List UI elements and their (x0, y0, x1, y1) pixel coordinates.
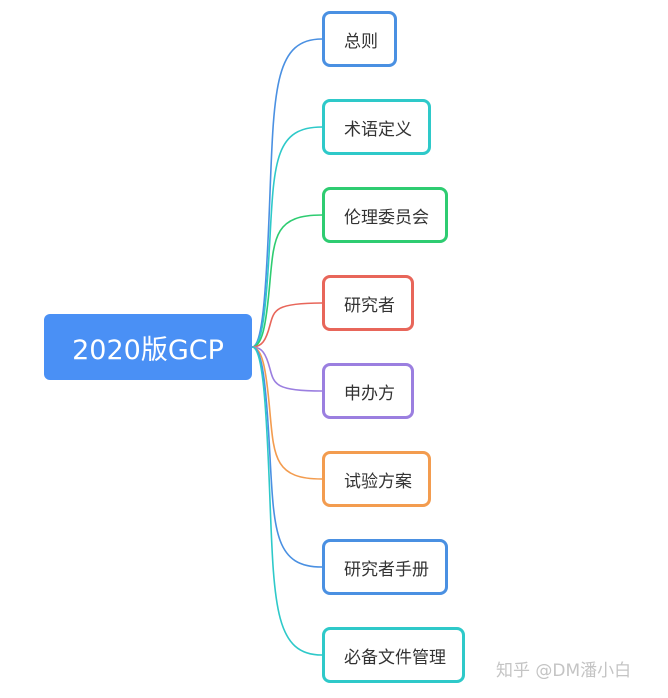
connector-line (251, 214, 323, 348)
connector-line (251, 126, 323, 348)
branch-node-sponsor[interactable]: 申办方 (322, 363, 414, 419)
branch-label: 研究者 (344, 295, 395, 316)
connector-line (251, 302, 323, 348)
connector-line (251, 346, 323, 480)
connector-line (251, 346, 323, 568)
branch-label: 总则 (344, 31, 378, 52)
connector-line (251, 346, 323, 656)
watermark: 知乎 @DM潘小白 (496, 661, 632, 681)
branch-node-terminology[interactable]: 术语定义 (322, 99, 431, 155)
branch-label: 申办方 (344, 383, 395, 404)
root-node-label: 2020版GCP (72, 334, 224, 366)
branch-label: 伦理委员会 (344, 207, 429, 228)
root-node[interactable]: 2020版GCP (44, 314, 252, 380)
branch-node-general[interactable]: 总则 (322, 11, 397, 67)
branch-node-essential-documents[interactable]: 必备文件管理 (322, 627, 465, 683)
branch-node-investigator-brochure[interactable]: 研究者手册 (322, 539, 448, 595)
branch-label: 必备文件管理 (344, 647, 446, 668)
connector-line (251, 346, 323, 392)
branch-node-investigator[interactable]: 研究者 (322, 275, 414, 331)
branch-label: 术语定义 (344, 119, 412, 140)
branch-label: 研究者手册 (344, 559, 429, 580)
branch-label: 试验方案 (344, 471, 412, 492)
connector-line (251, 38, 323, 348)
branch-node-ethics-committee[interactable]: 伦理委员会 (322, 187, 448, 243)
branch-node-protocol[interactable]: 试验方案 (322, 451, 431, 507)
